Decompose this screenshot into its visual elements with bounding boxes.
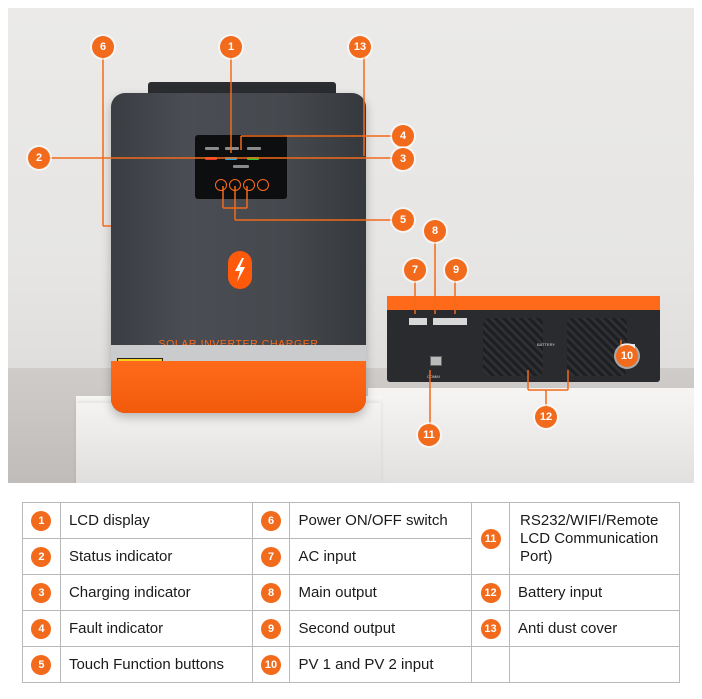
legend-num: 5 <box>31 654 52 675</box>
legend-num: 6 <box>261 510 281 531</box>
product-photo: SOLAR INVERTER CHARGER BATTERY COMM <box>8 8 694 483</box>
fan-left <box>483 318 543 376</box>
comm-port <box>430 356 442 366</box>
callout-12: 12 <box>535 406 557 428</box>
orange-base <box>111 361 366 413</box>
inverter-front: SOLAR INVERTER CHARGER <box>111 93 366 413</box>
legend-table: 1 LCD display 6 Power ON/OFF switch 11 R… <box>22 502 680 683</box>
legend-label: Fault indicator <box>59 610 253 647</box>
callout-8: 8 <box>424 220 446 242</box>
callout-lines <box>50 56 622 425</box>
inverter-rear: BATTERY COMM <box>387 296 660 382</box>
callout-6: 6 <box>92 36 114 58</box>
legend-label: LCD display <box>59 502 253 539</box>
callout-10: 10 <box>616 345 638 367</box>
callout-9: 9 <box>445 259 467 281</box>
legend-num: 12 <box>480 582 501 603</box>
callout-1: 1 <box>220 36 242 58</box>
legend-num: 8 <box>261 582 281 603</box>
legend-label: Main output <box>289 574 473 611</box>
callout-4: 4 <box>392 125 414 147</box>
callout-5: 5 <box>392 209 414 231</box>
legend-label: Charging indicator <box>59 574 253 611</box>
legend-num: 4 <box>31 618 52 639</box>
legend-num: 9 <box>261 618 281 639</box>
legend-num: 3 <box>31 582 52 603</box>
legend-label: Power ON/OFF switch <box>289 502 473 539</box>
legend-label: RS232/WIFI/Remote LCD Communication Port… <box>509 502 680 575</box>
legend-num: 13 <box>480 618 501 639</box>
legend-num: 7 <box>261 546 281 567</box>
legend-label: AC input <box>289 538 473 575</box>
legend-label: Second output <box>289 610 473 647</box>
callout-7: 7 <box>404 259 426 281</box>
legend-num: 11 <box>480 528 501 549</box>
legend-num: 10 <box>261 654 281 675</box>
callout-2: 2 <box>28 147 50 169</box>
legend-num: 2 <box>31 546 52 567</box>
legend-label: Touch Function buttons <box>59 646 253 683</box>
callout-11: 11 <box>418 424 440 446</box>
fan-right <box>567 318 627 376</box>
left-pedestal <box>76 403 381 483</box>
callout-13: 13 <box>349 36 371 58</box>
lightning-bolt-logo <box>228 251 252 289</box>
legend-num: 1 <box>31 510 52 531</box>
legend-label: Anti dust cover <box>509 610 680 647</box>
legend-label: Status indicator <box>59 538 253 575</box>
legend-label: Battery input <box>509 574 680 611</box>
legend-label: PV 1 and PV 2 input <box>289 646 473 683</box>
callout-3: 3 <box>392 148 414 170</box>
